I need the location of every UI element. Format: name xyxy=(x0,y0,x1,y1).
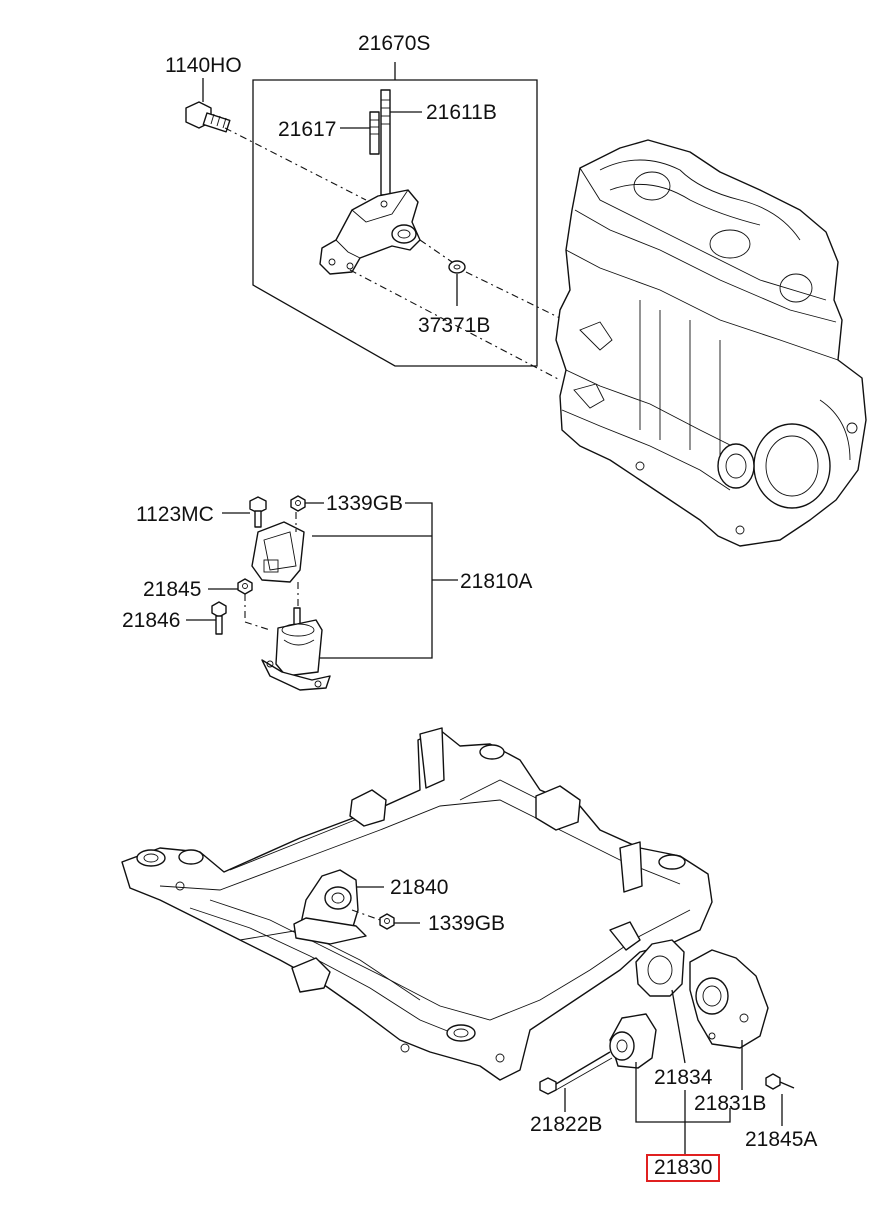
label-1140HO: 1140HO xyxy=(165,54,242,77)
label-21840: 21840 xyxy=(390,876,449,899)
bolt-21845A xyxy=(765,1073,795,1126)
label-1339GB-top: 1339GB xyxy=(326,492,404,515)
assembly-dash-lines-mid xyxy=(244,512,299,631)
bushing xyxy=(609,1013,657,1069)
label-37371B: 37371B xyxy=(418,314,491,337)
label-21611B: 21611B xyxy=(426,101,497,124)
washer-37371B xyxy=(448,260,466,306)
bolt-1140HO xyxy=(185,78,231,133)
mount-group-21810A-leaders xyxy=(312,502,458,659)
label-21670S: 21670S xyxy=(358,32,431,55)
assembly-dash-lines-top xyxy=(224,127,561,381)
nut-1339GB-top xyxy=(290,495,324,512)
nut-21845 xyxy=(208,578,253,595)
engine-block xyxy=(555,139,867,547)
bracket-21834 xyxy=(635,939,686,1064)
label-21845: 21845 xyxy=(143,578,202,601)
label-21845A: 21845A xyxy=(745,1128,818,1151)
stud-21611B xyxy=(380,89,422,196)
label-21831B: 21831B xyxy=(694,1092,767,1115)
mount-bracket-group-frame xyxy=(252,62,538,367)
label-21834: 21834 xyxy=(654,1066,713,1089)
nut-1339GB-bottom xyxy=(351,909,420,930)
label-21810A: 21810A xyxy=(460,570,533,593)
label-21830-highlighted[interactable]: 21830 xyxy=(646,1154,721,1182)
sub-frame xyxy=(121,727,713,1081)
mount-bracket-21670S xyxy=(319,189,421,275)
insulator-mount xyxy=(261,607,331,691)
upper-bracket xyxy=(251,521,305,583)
mount-21840 xyxy=(293,869,384,945)
label-21822B: 21822B xyxy=(530,1113,603,1136)
label-1339GB-bottom: 1339GB xyxy=(428,912,506,935)
label-21846: 21846 xyxy=(122,609,181,632)
group-21830-leaders xyxy=(635,1062,731,1155)
label-1123MC: 1123MC xyxy=(136,503,214,526)
label-21617: 21617 xyxy=(278,118,337,141)
bolt-21846 xyxy=(186,601,227,635)
bolt-21822B xyxy=(539,1051,613,1112)
bracket-21831B xyxy=(689,949,769,1090)
bolt-1123MC xyxy=(222,496,267,528)
stud-21617 xyxy=(340,111,380,155)
